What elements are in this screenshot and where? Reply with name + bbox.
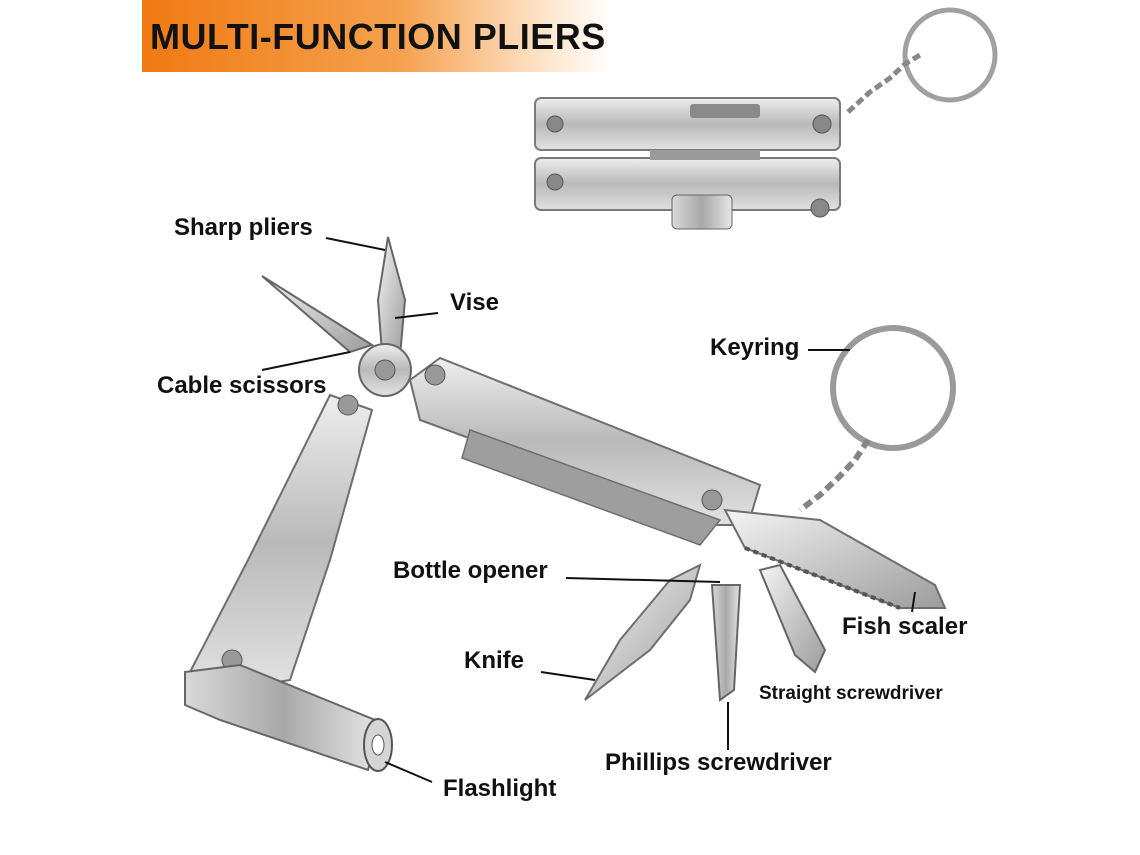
folded-tool-image bbox=[534, 7, 998, 230]
keyring-image bbox=[798, 325, 956, 513]
label-cable-scissors: Cable scissors bbox=[157, 372, 327, 399]
label-vise: Vise bbox=[450, 289, 499, 316]
knife-blade bbox=[584, 563, 702, 701]
page-title: MULTI-FUNCTION PLIERS bbox=[150, 16, 606, 57]
flashlight-body bbox=[184, 663, 393, 772]
screwdrivers bbox=[710, 563, 827, 702]
label-fish-scaler: Fish scaler bbox=[842, 613, 968, 640]
label-straight-screwdriver: Straight screwdriver bbox=[759, 683, 943, 704]
label-phillips-screwdriver: Phillips screwdriver bbox=[605, 749, 832, 776]
label-sharp-pliers: Sharp pliers bbox=[174, 214, 313, 241]
tool-body bbox=[408, 356, 762, 546]
leader-lines bbox=[261, 237, 916, 783]
label-flashlight: Flashlight bbox=[443, 775, 557, 802]
pliers-jaws bbox=[261, 236, 412, 397]
label-knife: Knife bbox=[464, 647, 524, 674]
label-bottle-opener: Bottle opener bbox=[393, 557, 548, 584]
lower-handle bbox=[188, 393, 374, 692]
fish-scaler-blade bbox=[723, 508, 947, 610]
title-banner: MULTI-FUNCTION PLIERS bbox=[142, 0, 612, 72]
label-keyring: Keyring bbox=[710, 334, 800, 361]
